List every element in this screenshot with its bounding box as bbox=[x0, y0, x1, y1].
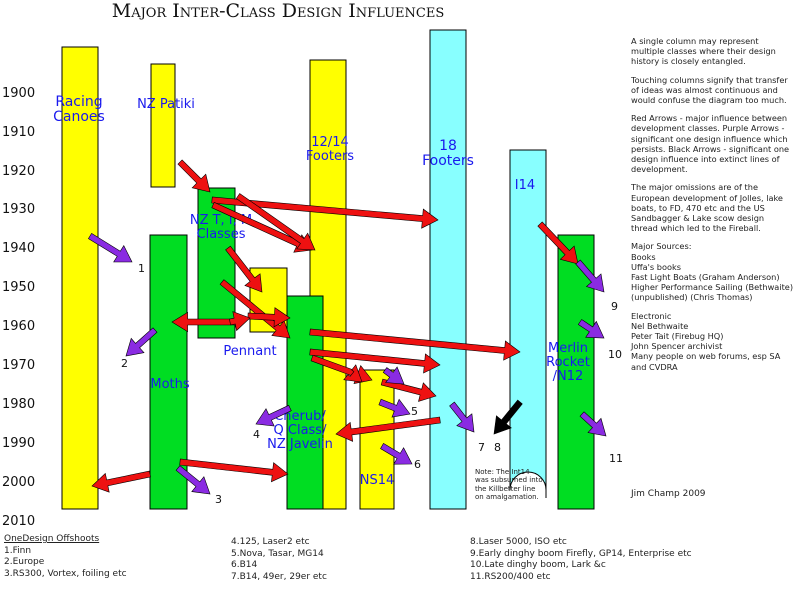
column-label-pennant: Pennant bbox=[223, 344, 276, 359]
year-label: 1970 bbox=[2, 358, 35, 373]
purple-arrow bbox=[175, 465, 211, 495]
note-single-column: A single column may represent multiple c… bbox=[631, 36, 776, 67]
offshoot-item: 9.Early dinghy boom Firefly, GP14, Enter… bbox=[470, 548, 692, 559]
note-omissions: The major omissions are of the European … bbox=[631, 182, 783, 234]
offshoots-header: OneDesign Offshoots bbox=[4, 534, 100, 544]
offshoot-number-4: 4 bbox=[253, 428, 260, 441]
offshoots-col2: 4.125, Laser2 etc 5.Nova, Tasar, MG14 6.… bbox=[231, 537, 327, 583]
column-label-i14: I14 bbox=[515, 178, 535, 193]
purple-arrow bbox=[380, 442, 413, 465]
black-arrow bbox=[493, 399, 523, 435]
purple-arrow bbox=[255, 404, 292, 427]
red-arrow bbox=[91, 470, 151, 493]
red-arrow bbox=[225, 245, 263, 293]
column-ns14 bbox=[359, 369, 395, 510]
red-arrow bbox=[309, 348, 441, 374]
year-label: 1950 bbox=[2, 280, 35, 295]
offshoot-number-6: 6 bbox=[414, 458, 421, 471]
offshoot-item: 6.B14 bbox=[231, 560, 258, 571]
offshoot-item: 11.RS200/400 etc bbox=[470, 571, 551, 582]
red-arrow bbox=[309, 328, 521, 361]
offshoot-item: 5.Nova, Tasar, MG14 bbox=[231, 548, 324, 559]
year-label: 2000 bbox=[2, 475, 35, 490]
column-label-moths: Moths bbox=[150, 377, 190, 392]
red-arrow bbox=[171, 311, 237, 333]
purple-arrow bbox=[575, 259, 605, 293]
year-axis: 1900 1910 1920 1930 1940 1950 1960 1970 1980 1990… bbox=[2, 86, 35, 529]
red-arrow bbox=[229, 311, 251, 332]
offshoot-number-3: 3 bbox=[215, 493, 222, 506]
purple-arrow bbox=[577, 319, 605, 339]
column-nz-patiki bbox=[150, 63, 176, 188]
offshoot-item: 10.Late dinghy boom, Lark &c bbox=[470, 560, 606, 571]
red-arrow bbox=[219, 279, 291, 339]
offshoot-item: 7.B14, 49er, 29er etc bbox=[231, 571, 327, 582]
red-arrow bbox=[343, 364, 363, 383]
year-label: 1990 bbox=[2, 436, 35, 451]
note-7-8: Note: The Int14 was subsumed into the Ki… bbox=[475, 468, 543, 502]
note-touching-columns: Touching columns signify that transfer o… bbox=[631, 74, 788, 106]
note-arrow-legend: Red Arrows - major influence between dev… bbox=[631, 113, 790, 175]
purple-arrow bbox=[382, 366, 405, 385]
column-label-nz-patiki: NZ Patiki bbox=[137, 97, 195, 112]
offshoot-number-8: 8 bbox=[494, 441, 501, 454]
column-footers-18 bbox=[429, 29, 467, 510]
column-racing-canoes bbox=[61, 46, 99, 510]
offshoot-number-1: 1 bbox=[138, 262, 145, 275]
offshoot-item: 3.RS300, Vortex, foiling etc bbox=[4, 568, 127, 579]
offshoots-col3: 8.Laser 5000, ISO etc 9.Early dinghy boo… bbox=[470, 537, 692, 583]
offshoot-item: 4.125, Laser2 etc bbox=[231, 537, 310, 547]
red-arrow bbox=[247, 307, 291, 328]
year-label: 1930 bbox=[2, 202, 35, 217]
offshoot-item: 1.Finn bbox=[4, 545, 32, 556]
offshoot-number-7: 7 bbox=[478, 441, 485, 454]
year-label: 1940 bbox=[2, 241, 35, 256]
offshoots-col1: OneDesign Offshoots 1.Finn 2.Europe 3.RS… bbox=[4, 534, 127, 580]
year-label: 1900 bbox=[2, 86, 35, 101]
red-arrow bbox=[179, 458, 289, 483]
column-label-ns14: NS14 bbox=[360, 473, 395, 488]
year-label: 2010 bbox=[2, 514, 35, 529]
offshoot-item: 2.Europe bbox=[4, 557, 45, 568]
purple-arrow bbox=[449, 401, 475, 433]
red-arrow bbox=[537, 221, 579, 265]
offshoot-item: 8.Laser 5000, ISO etc bbox=[470, 537, 567, 547]
purple-arrow bbox=[87, 232, 133, 263]
purple-arrow bbox=[125, 327, 158, 357]
purple-arrow bbox=[378, 398, 411, 418]
diagram-title: Major Inter-Class Design Influences bbox=[112, 0, 445, 22]
offshoot-number-9: 9 bbox=[611, 300, 618, 313]
offshoot-number-2: 2 bbox=[121, 357, 128, 370]
note-electronic: Electronic Nel Bethwaite Peter Tait (Fir… bbox=[631, 310, 781, 372]
offshoot-number-10: 10 bbox=[608, 348, 622, 361]
column-cherub bbox=[286, 295, 324, 510]
red-arrow bbox=[235, 193, 316, 251]
year-label: 1980 bbox=[2, 397, 35, 412]
column-i14 bbox=[509, 149, 547, 498]
red-arrow bbox=[335, 416, 441, 442]
legend-notes: A single column may represent multiple c… bbox=[631, 36, 793, 380]
year-label: 1920 bbox=[2, 164, 35, 179]
offshoot-number-11: 11 bbox=[609, 452, 623, 465]
purple-arrow bbox=[579, 411, 607, 437]
red-arrow bbox=[177, 159, 211, 193]
credit: Jim Champ 2009 bbox=[631, 489, 706, 499]
year-label: 1910 bbox=[2, 125, 35, 140]
offshoot-number-5: 5 bbox=[411, 405, 418, 418]
column-merlin-rocket bbox=[557, 234, 595, 510]
year-label: 1960 bbox=[2, 319, 35, 334]
influence-arrows bbox=[87, 159, 607, 495]
note-sources: Major Sources: Books Uffa's books Fast L… bbox=[631, 241, 794, 303]
